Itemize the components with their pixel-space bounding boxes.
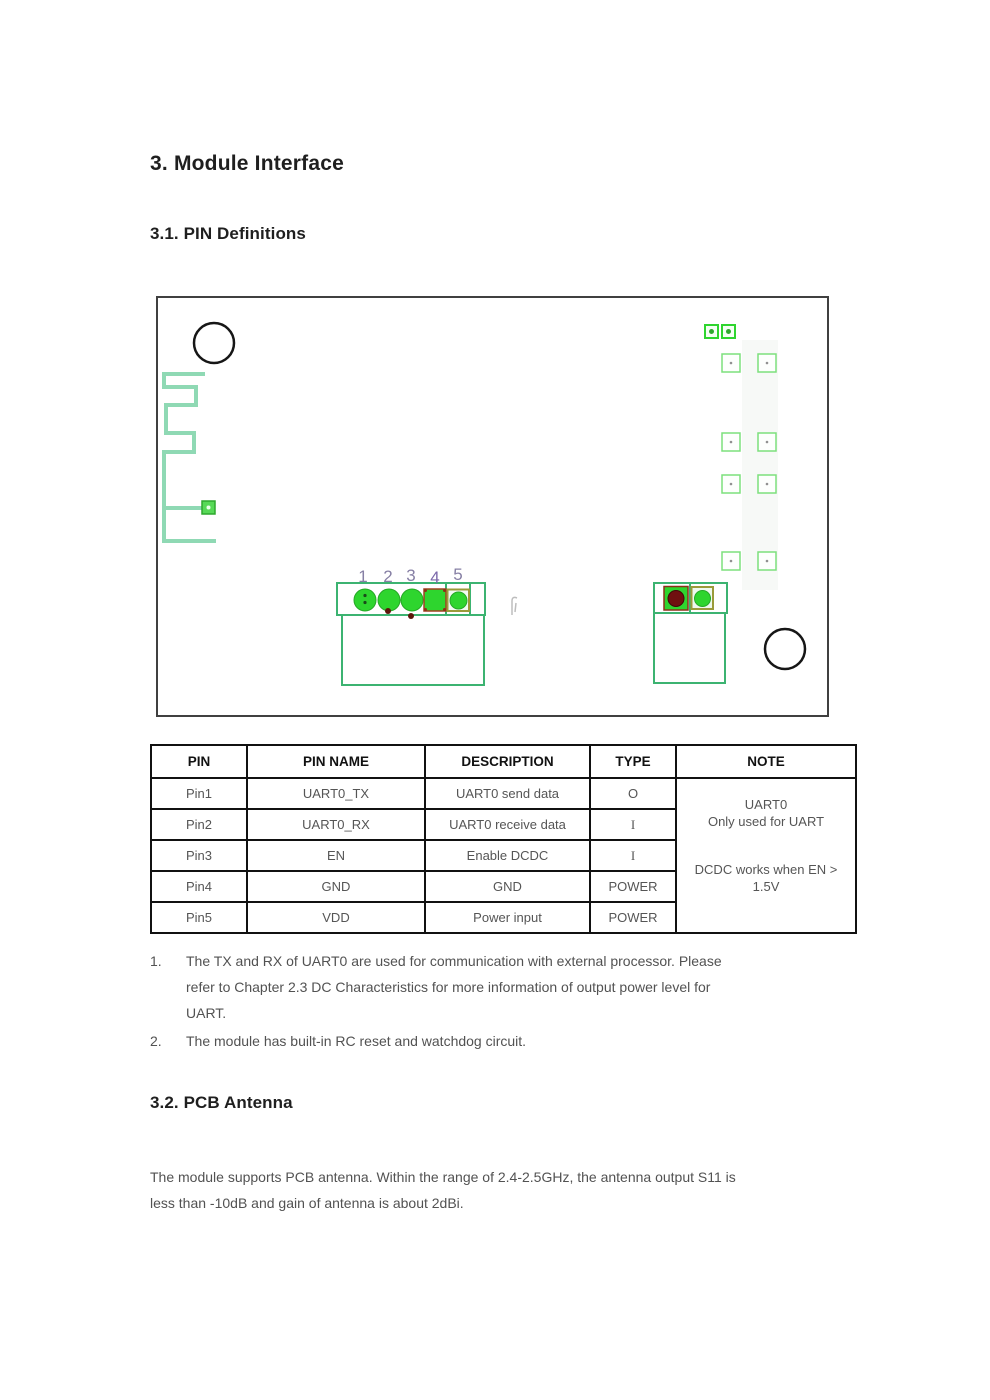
mounting-hole-top-left [192,321,236,365]
pin-label-1: 1 [358,567,367,586]
table-row: Pin1 UART0_TX UART0 send data O UART0 On… [150,777,857,934]
cell-pin: Pin4 [150,870,248,903]
pin3-pad [400,588,424,612]
table-row: Pin3 EN Enable DCDC I [150,839,856,872]
cell-description: GND [424,870,591,903]
solder-dot [408,613,414,619]
note-dcdc: DCDC works when EN > 1.5V [694,862,838,894]
cell-description: UART0 receive data [424,808,591,841]
pin-label-2: 2 [383,567,392,586]
solder-dot [385,608,391,614]
list-item-line: The module has built-in RC reset and wat… [186,1033,527,1049]
table-row: Pin2 UART0_RX UART0 receive data I [150,808,856,841]
pin-label-5: 5 [453,565,462,584]
antenna-paragraph: The module supports PCB antenna. Within … [150,1164,870,1216]
pin-label-4: 4 [430,568,439,587]
board-outline [156,296,829,717]
pcb-diagram-figure: 1 2 3 4 5 [156,296,829,717]
cell-description: Enable DCDC [424,839,591,872]
cell-name: EN [246,839,426,872]
pin4-pad [423,588,447,612]
list-item-line: UART. [186,1005,227,1021]
cell-name: GND [246,870,426,903]
cell-note-merged: UART0 Only used for UART DCDC works when… [675,777,857,934]
pcb-diagram: 1 2 3 4 5 [156,296,829,717]
note-uart-line1: UART0 [744,797,788,812]
column-header-pin: PIN [150,744,248,779]
pin1-pad [353,588,377,612]
smd-pad-dots [729,361,769,563]
cell-type: O [589,777,677,810]
cell-type: I [589,839,677,872]
two-pad-connector [653,582,728,684]
notes-list: 1. The TX and RX of UART0 are used for c… [150,948,850,1056]
paragraph-line: less than -10dB and gain of antenna is a… [150,1195,464,1211]
column-header-note: NOTE [675,744,857,779]
cell-type: POWER [589,870,677,903]
cell-pin: Pin1 [150,777,248,810]
cell-pin: Pin5 [150,901,248,934]
pin-label-3: 3 [406,566,415,585]
cell-description: UART0 send data [424,777,591,810]
column-header-description: DESCRIPTION [424,744,591,779]
subsection-heading-pin-definitions: 3.1. PIN Definitions [150,224,306,243]
mounting-hole-bottom-right [763,627,807,671]
cell-pin: Pin2 [150,808,248,841]
five-pin-connector: 1 2 3 4 5 [336,565,486,686]
pcb-antenna-trace [162,372,216,543]
cell-type: POWER [589,901,677,934]
note-uart-line2: Only used for UART [707,814,825,829]
list-item: 2. The module has built-in RC reset and … [150,1028,850,1054]
table-header-row: PIN PIN NAME DESCRIPTION TYPE NOTE [150,744,857,779]
list-item-line: refer to Chapter 2.3 DC Characteristics … [186,979,711,995]
section-heading: 3. Module Interface [150,152,345,175]
stray-mark [511,596,518,615]
cell-description: Power input [424,901,591,934]
column-header-type: TYPE [589,744,677,779]
table-row: Pin5 VDD Power input POWER [150,901,856,934]
list-item-line: The TX and RX of UART0 are used for comm… [186,953,722,969]
paragraph-line: The module supports PCB antenna. Within … [150,1169,736,1185]
via-squares [704,324,736,339]
pin2-pad [377,588,401,612]
cell-name: VDD [246,901,426,934]
cell-type: I [589,808,677,841]
cell-name: UART0_TX [246,777,426,810]
column-header-pin-name: PIN NAME [246,744,426,779]
faint-trace-band [742,340,778,590]
cell-pin: Pin3 [150,839,248,872]
cell-name: UART0_RX [246,808,426,841]
list-item-marker: 2. [150,1033,162,1049]
subsection-heading-pcb-antenna: 3.2. PCB Antenna [150,1093,293,1112]
list-item-marker: 1. [150,953,162,969]
list-item: 1. The TX and RX of UART0 are used for c… [150,948,850,1026]
table-row: Pin4 GND GND POWER [150,870,856,903]
pin-definition-table: PIN PIN NAME DESCRIPTION TYPE NOTE Pin1 … [150,744,857,934]
